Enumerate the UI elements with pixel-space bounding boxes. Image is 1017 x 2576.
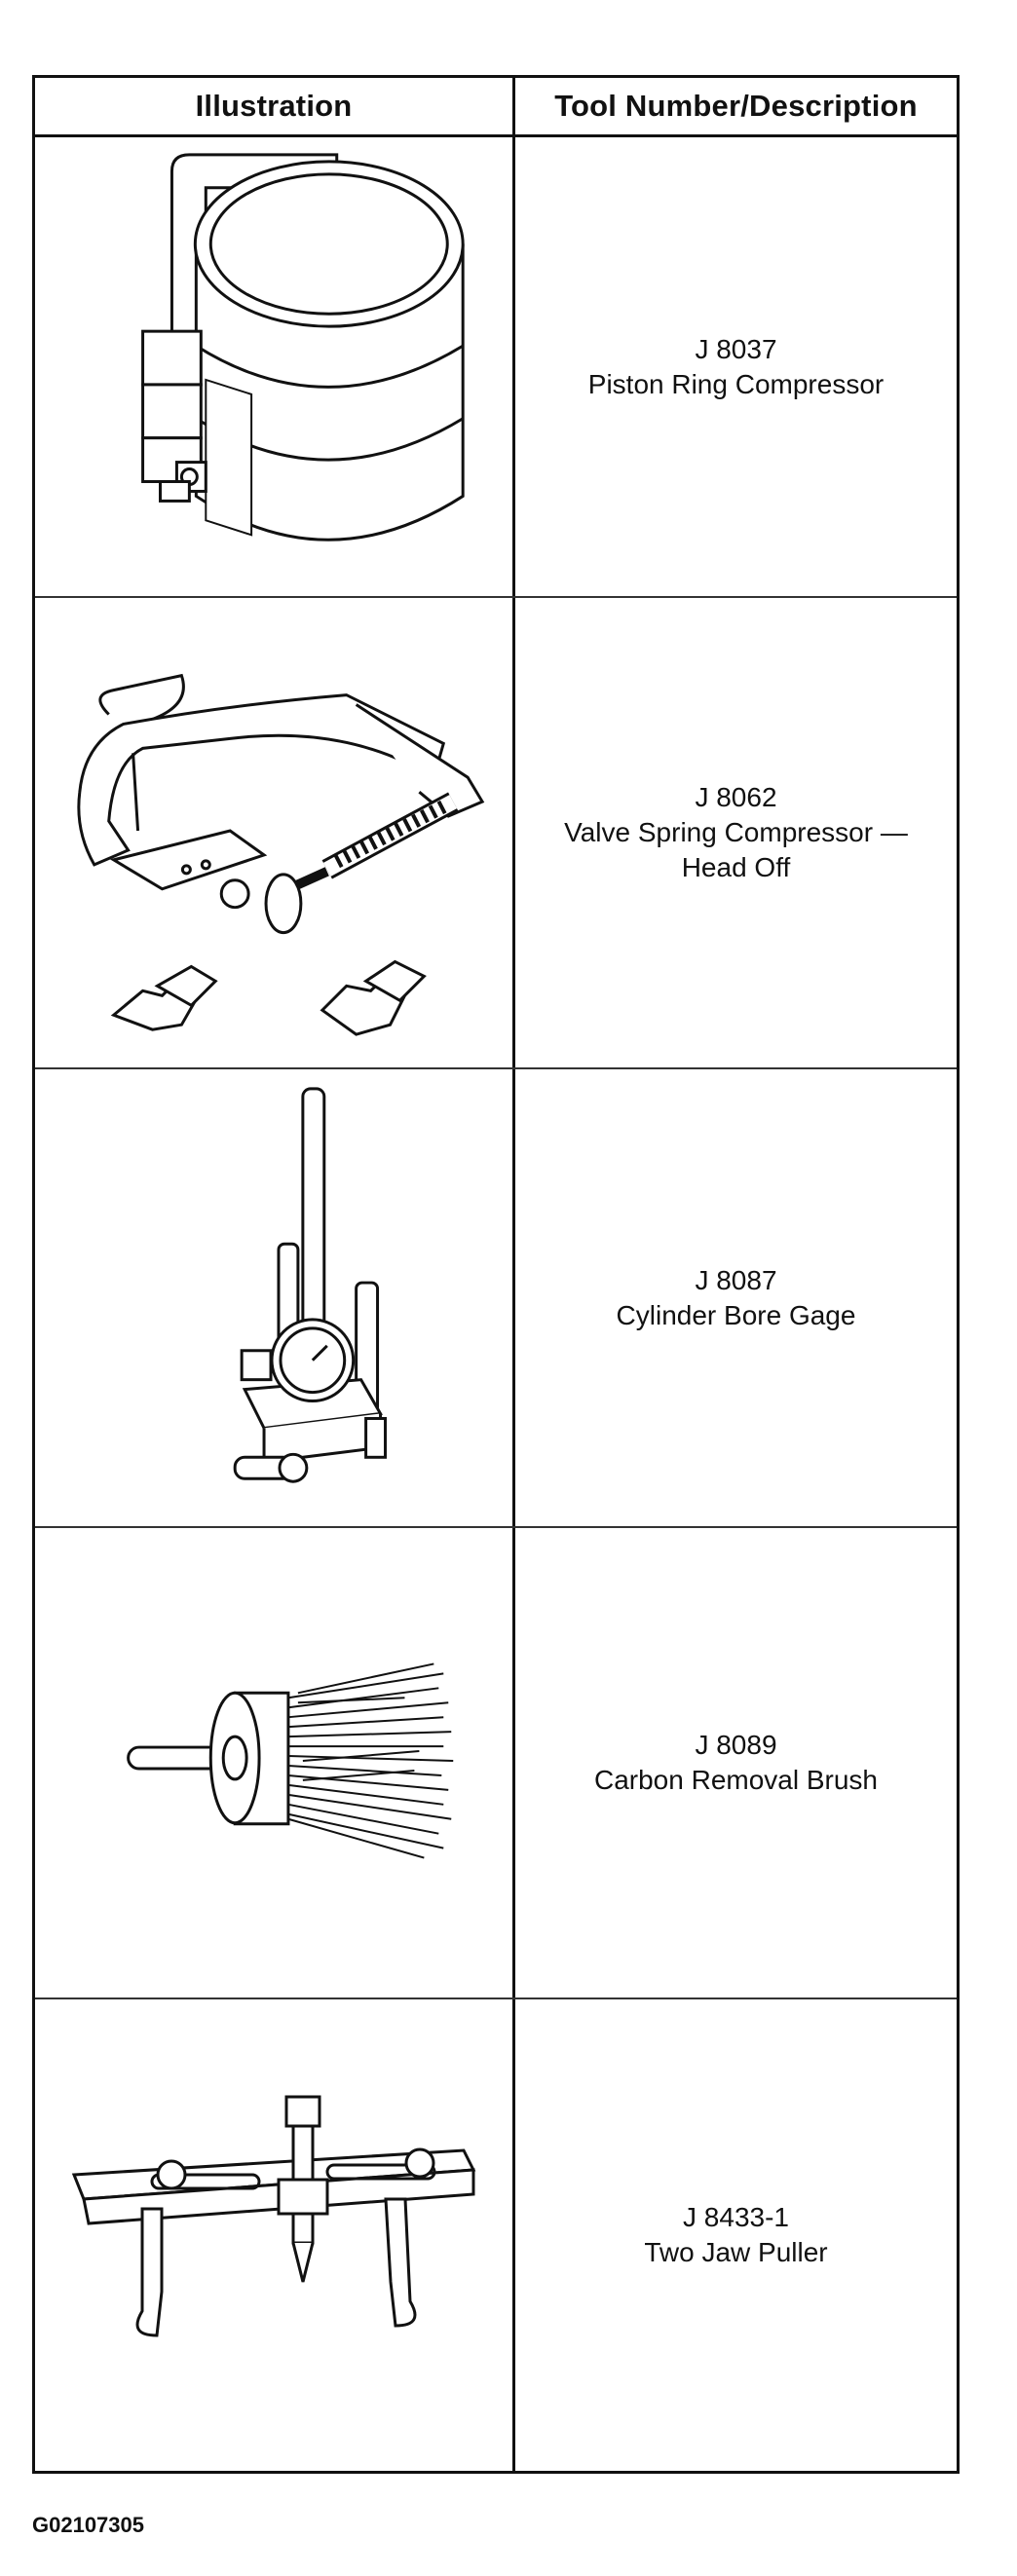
illustration-cell <box>35 1528 512 1997</box>
tool-description-cell: J 8089 Carbon Removal Brush <box>515 1528 957 1997</box>
table-row: J 8062 Valve Spring Compressor — Head Of… <box>35 598 957 1069</box>
carbon-removal-brush-icon <box>127 1662 454 1859</box>
piston-ring-compressor-icon <box>141 153 465 541</box>
tool-description-cell: J 8433-1 Two Jaw Puller <box>515 1999 957 2471</box>
tool-number: J 8062 <box>695 782 777 812</box>
header-illustration: Illustration <box>195 89 353 123</box>
header-tool-description: Tool Number/Description <box>554 89 918 123</box>
table-row: J 8087 Cylinder Bore Gage <box>35 1069 957 1528</box>
valve-spring-compressor-icon <box>77 673 485 1036</box>
tool-description: Piston Ring Compressor <box>587 368 885 399</box>
figure-code: G02107305 <box>32 2513 144 2537</box>
tool-number: J 8433-1 <box>683 2202 789 2232</box>
two-jaw-puller-icon <box>71 2095 476 2337</box>
tool-table: Illustration Tool Number/Description <box>32 75 960 2474</box>
tool-description: Valve Spring Compressor — Head Off <box>564 817 908 882</box>
table-row: J 8433-1 Two Jaw Puller <box>35 1999 957 2471</box>
table-header: Illustration Tool Number/Description <box>35 78 957 137</box>
table-row: J 8037 Piston Ring Compressor <box>35 137 957 598</box>
tool-description-cell: J 8087 Cylinder Bore Gage <box>515 1069 957 1526</box>
illustration-cell <box>35 598 512 1067</box>
tool-description-cell: J 8062 Valve Spring Compressor — Head Of… <box>515 598 957 1067</box>
tool-description: Two Jaw Puller <box>644 2237 828 2267</box>
tool-description: Carbon Removal Brush <box>593 1765 879 1795</box>
column-divider <box>512 78 515 2471</box>
table-row: J 8089 Carbon Removal Brush <box>35 1528 957 1999</box>
illustration-cell <box>35 137 512 596</box>
tool-description: Cylinder Bore Gage <box>616 1299 856 1330</box>
tool-number: J 8087 <box>695 1264 777 1295</box>
tool-description-cell: J 8037 Piston Ring Compressor <box>515 137 957 596</box>
illustration-cell <box>35 1999 512 2471</box>
cylinder-bore-gage-icon <box>233 1087 388 1483</box>
illustration-cell <box>35 1069 512 1526</box>
tool-number: J 8089 <box>695 1730 777 1760</box>
tool-number: J 8037 <box>695 333 777 364</box>
